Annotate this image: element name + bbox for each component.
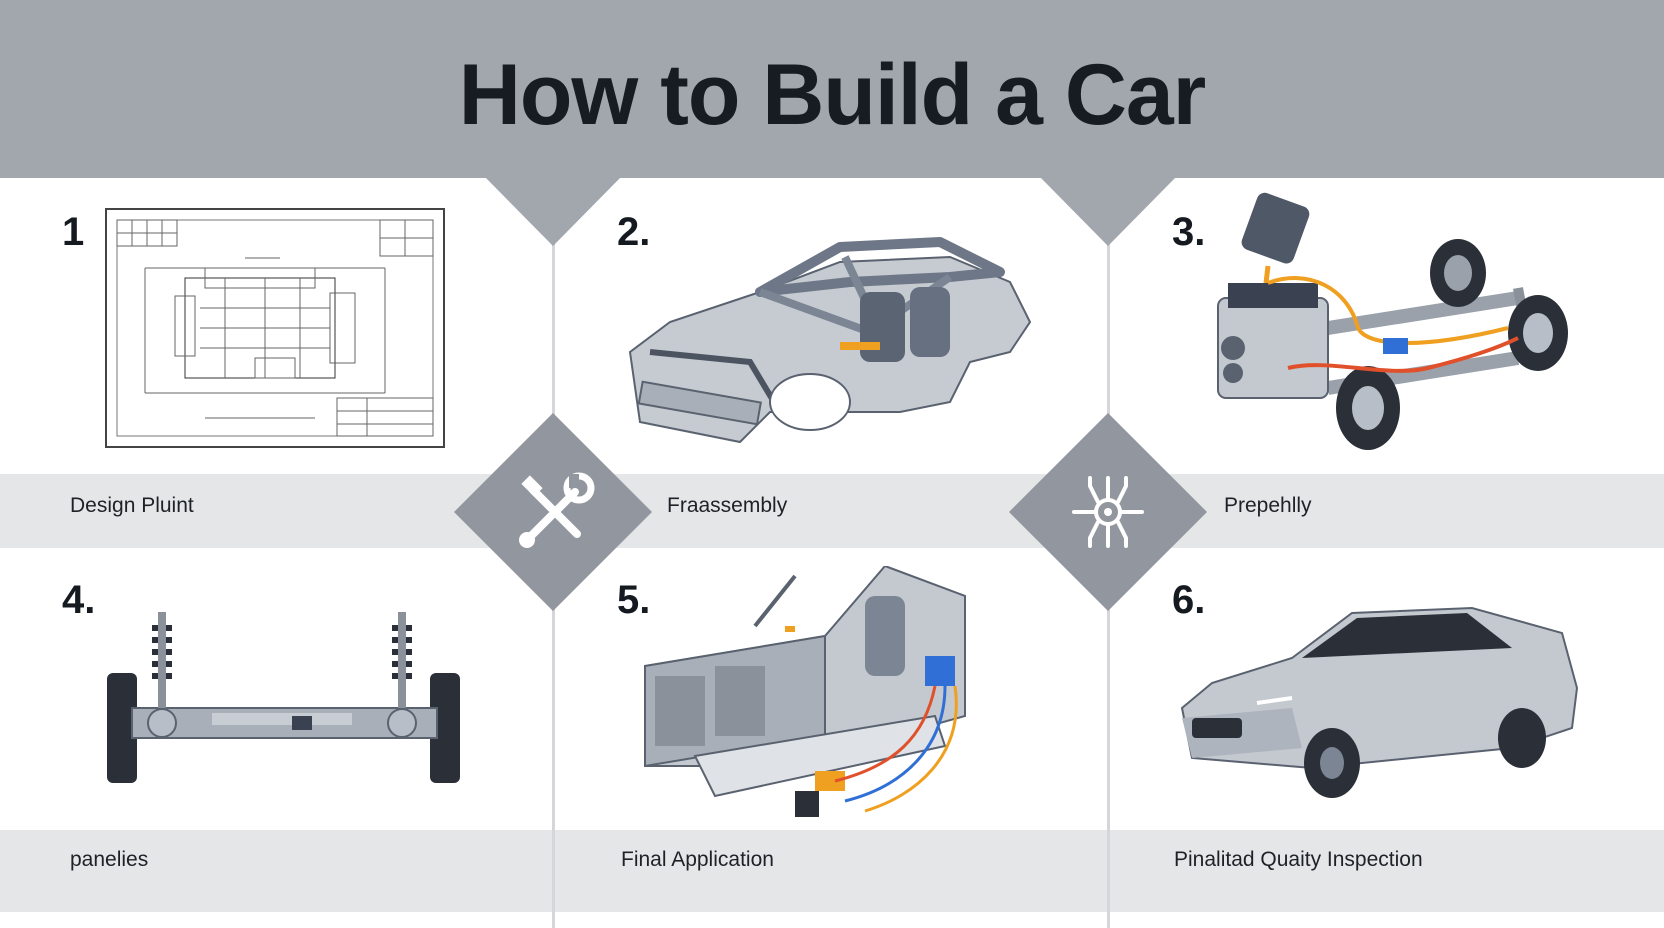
label-band-bottom — [0, 830, 1664, 912]
circuit-chip-icon — [1072, 476, 1144, 548]
step-card-4: 4. — [0, 548, 552, 830]
step-label-5: Final Application — [621, 848, 774, 871]
step-label-4: panelies — [70, 848, 149, 871]
engine-chassis-illustration — [1217, 192, 1568, 450]
label-band-top — [0, 474, 1664, 548]
step-card-6: 6. — [1110, 548, 1664, 830]
page-title: How to Build a Car — [458, 47, 1206, 143]
header-bar — [0, 0, 1664, 178]
step-card-1: 1 — [0, 178, 552, 474]
finished-car-illustration — [1180, 606, 1579, 798]
car-frame-illustration — [628, 237, 1032, 444]
connector-diamond-1 — [454, 413, 652, 611]
step-card-2: 2. — [555, 178, 1107, 474]
step-number: 3. — [1172, 210, 1206, 254]
step-number: 5. — [617, 578, 651, 622]
connector-diamond-2 — [1009, 413, 1207, 611]
step-label-6: Pinalitad Quaity Inspection — [1174, 848, 1423, 871]
step-number: 1 — [62, 210, 85, 254]
header-notch — [484, 176, 1177, 246]
step-card-3: 3. — [1110, 178, 1664, 474]
step-number: 2. — [617, 210, 651, 254]
wrench-screwdriver-icon — [519, 472, 595, 548]
step-card-5: 5. — [555, 548, 1107, 830]
step-label-1: Design Pluint — [70, 494, 194, 517]
suspension-axle-illustration — [107, 612, 460, 783]
step-label-3: Prepehlly — [1224, 494, 1312, 517]
step-label-2: Fraassembly — [667, 494, 788, 517]
step-number: 4. — [62, 578, 96, 622]
blueprint-illustration — [105, 208, 445, 448]
step-number: 6. — [1172, 578, 1206, 622]
interior-wiring-illustration — [644, 566, 966, 817]
